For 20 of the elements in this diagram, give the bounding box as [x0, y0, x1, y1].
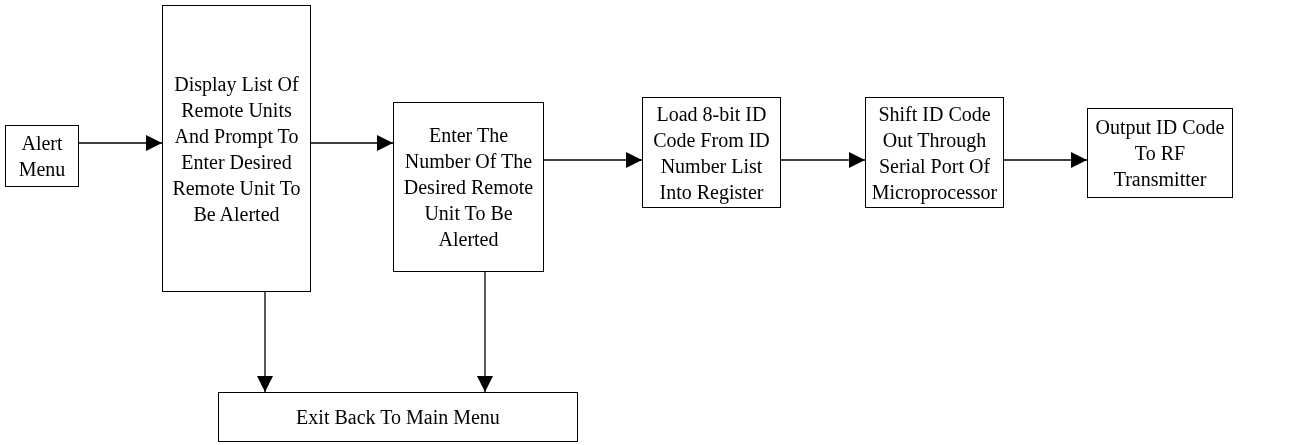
process-box	[5, 125, 79, 187]
arrow	[78, 135, 163, 151]
arrow	[310, 135, 394, 151]
process-box	[218, 392, 578, 442]
box-text: Load 8-bit ID Code From ID Number List Into Register	[652, 101, 771, 205]
box-text: Display List Of Remote Units And Prompt To Enter Desired Remote Unit To Be Alerted	[171, 71, 302, 227]
process-box	[1087, 108, 1233, 198]
box-text: Exit Back To Main Menu	[296, 405, 500, 430]
box-text: Enter The Number Of The Desired Remote Unit To Be Alerted	[402, 123, 535, 252]
arrow	[1003, 152, 1088, 168]
arrow	[780, 152, 866, 168]
box-text: Output ID Code To RF Transmitter	[1094, 115, 1226, 192]
box-text: Alert Menu	[17, 131, 67, 182]
process-box	[393, 102, 544, 272]
arrow	[257, 291, 273, 393]
process-box	[162, 5, 311, 292]
arrow	[477, 271, 493, 393]
arrow	[543, 152, 643, 168]
box-text: Shift ID Code Out Through Serial Port Of Microprocessor	[870, 101, 999, 205]
process-box	[642, 97, 781, 208]
